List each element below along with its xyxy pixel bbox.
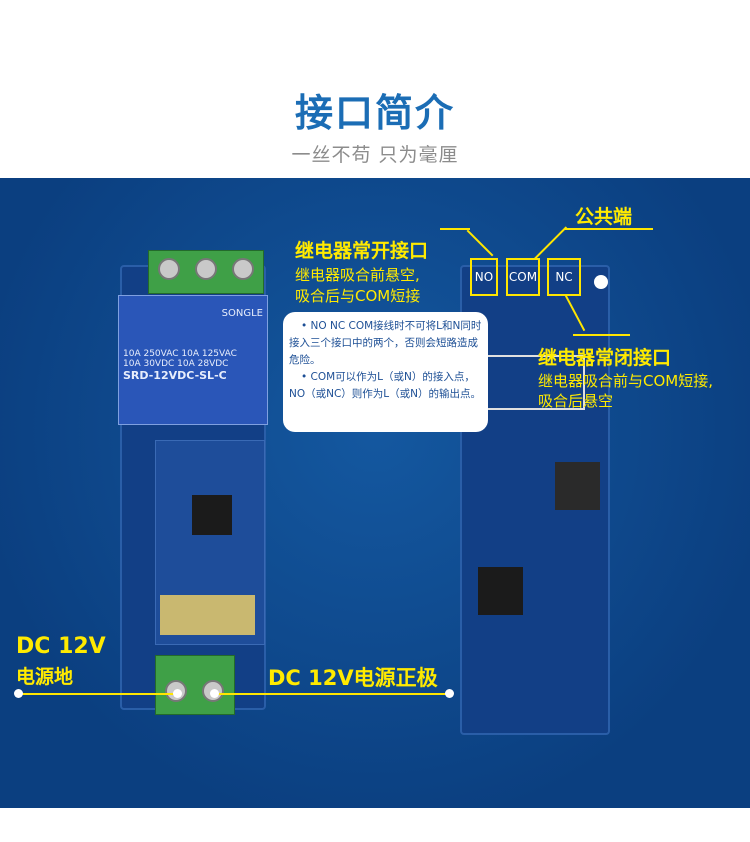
terminal-screw xyxy=(158,258,180,280)
ground-title-2: 电源地 xyxy=(16,666,74,688)
common-label: 公共端 xyxy=(575,206,633,228)
no-leader xyxy=(440,228,470,230)
positive-leader-end xyxy=(210,689,219,698)
pin-no: NO xyxy=(470,258,498,296)
nc-leader xyxy=(573,334,630,336)
pin-com: COM xyxy=(506,258,540,296)
ground-title-1: DC 12V xyxy=(16,634,106,659)
terminal-screw xyxy=(195,258,217,280)
nc-desc-2: 吸合后悬空 xyxy=(538,392,614,410)
relay-rating-1: 10A 250VAC 10A 125VAC xyxy=(123,349,237,359)
mount-hole xyxy=(594,275,608,289)
relay-rating-2: 10A 30VDC 10A 28VDC xyxy=(123,359,229,369)
pin-nc: NC xyxy=(547,258,581,296)
regulator xyxy=(555,462,600,510)
warning-text-1: • NO NC COM接线时不可将L和N同时接入三个接口中的两个，否则会短路造成… xyxy=(289,320,482,366)
driver-chip xyxy=(478,567,523,615)
warning-bubble: • NO NC COM接线时不可将L和N同时接入三个接口中的两个，否则会短路造成… xyxy=(283,312,488,432)
nc-title: 继电器常闭接口 xyxy=(538,347,672,369)
ground-leader-end xyxy=(14,689,23,698)
positive-leader-end xyxy=(445,689,454,698)
chip xyxy=(192,495,232,535)
ground-leader xyxy=(20,693,178,695)
terminal-screw xyxy=(232,258,254,280)
nc-desc-1: 继电器吸合前与COM短接, xyxy=(538,372,713,390)
relay: SONGLE 10A 250VAC 10A 125VAC 10A 30VDC 1… xyxy=(118,295,268,425)
warning-text-2: • COM可以作为L（或N）的接入点，NO（或NC）则作为L（或N）的输出点。 xyxy=(289,371,482,400)
no-title: 继电器常开接口 xyxy=(295,240,429,262)
no-desc-2: 吸合后与COM短接 xyxy=(295,287,421,305)
antenna xyxy=(160,595,255,635)
positive-leader xyxy=(215,693,450,695)
page-title: 接口简介 xyxy=(294,91,455,135)
positive-title: DC 12V电源正极 xyxy=(268,666,438,690)
page-subtitle: 一丝不苟 只为毫厘 xyxy=(291,144,459,166)
ground-leader-end xyxy=(173,689,182,698)
relay-model: SRD-12VDC-SL-C xyxy=(123,369,227,382)
no-desc-1: 继电器吸合前悬空, xyxy=(295,266,420,284)
relay-brand: SONGLE xyxy=(221,308,263,319)
common-leader xyxy=(565,228,653,230)
